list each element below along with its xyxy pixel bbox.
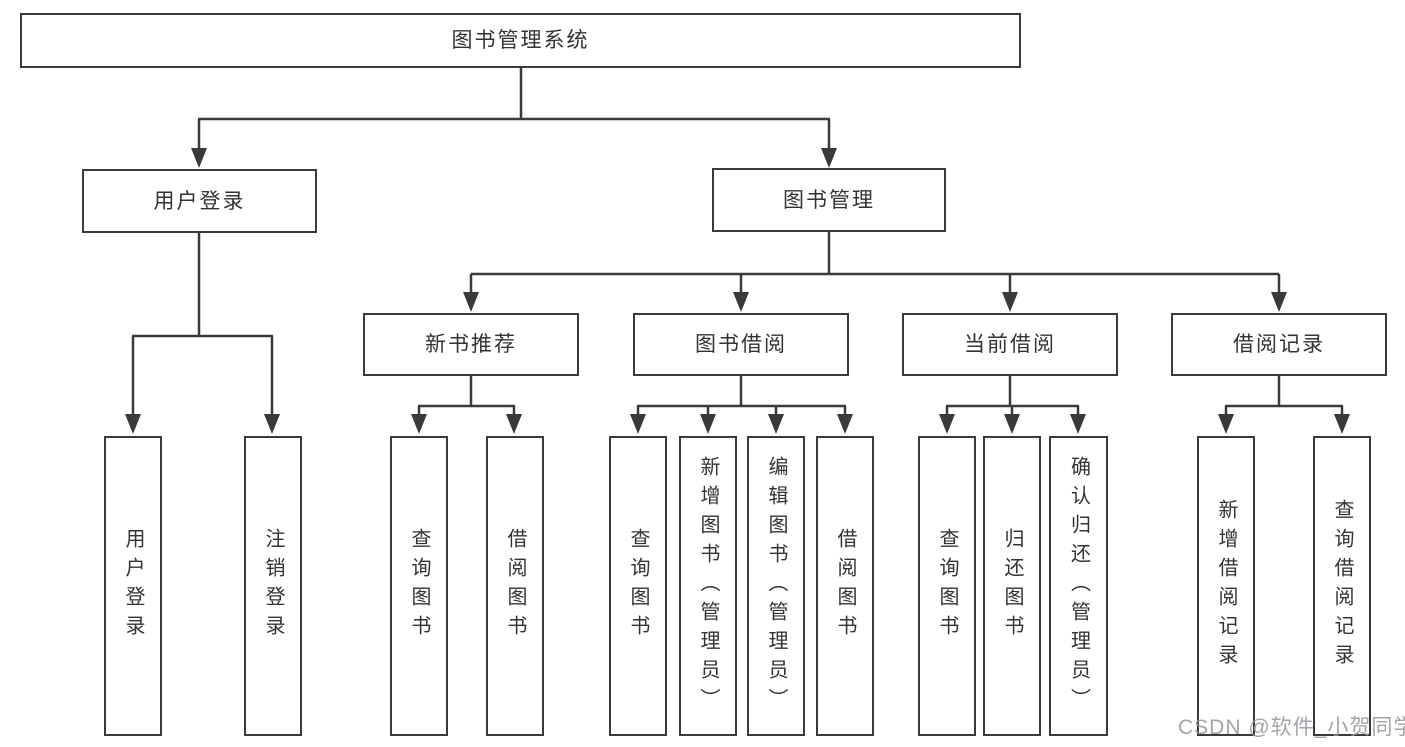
leaf-query-books-recommend: 查询图书 <box>390 436 448 736</box>
leaf-query-borrow-record: 查询借阅记录 <box>1313 436 1371 736</box>
leaf-logout: 注销登录 <box>244 436 302 736</box>
leaf-borrow-books: 借阅图书 <box>816 436 874 736</box>
leaf-return-books: 归还图书 <box>983 436 1041 736</box>
leaf-query-books-current: 查询图书 <box>918 436 976 736</box>
leaf-add-borrow-record: 新增借阅记录 <box>1197 436 1255 736</box>
csdn-watermark: CSDN @软件_小贺同学 <box>1178 716 1405 739</box>
leaf-edit-books-admin: 编辑图书（管理员） <box>747 436 805 736</box>
node-new-book-recommendation: 新书推荐 <box>363 313 579 376</box>
leaf-user-login: 用户登录 <box>104 436 162 736</box>
leaf-add-books-admin: 新增图书（管理员） <box>679 436 737 736</box>
leaf-borrow-books-recommend: 借阅图书 <box>486 436 544 736</box>
leaf-confirm-return-admin: 确认归还（管理员） <box>1049 436 1108 736</box>
node-root-library-system: 图书管理系统 <box>20 13 1021 68</box>
node-user-login: 用户登录 <box>82 169 317 233</box>
leaf-query-books-borrowing: 查询图书 <box>609 436 667 736</box>
node-current-borrowing: 当前借阅 <box>902 313 1118 376</box>
node-borrowing-records: 借阅记录 <box>1171 313 1387 376</box>
node-book-borrowing: 图书借阅 <box>633 313 849 376</box>
node-book-management: 图书管理 <box>712 168 946 232</box>
